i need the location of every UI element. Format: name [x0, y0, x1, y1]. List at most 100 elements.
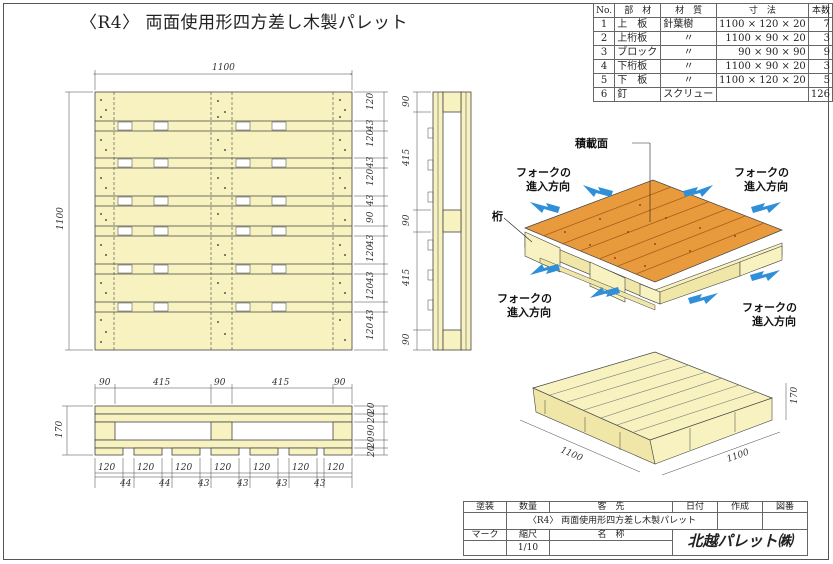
tb-mark-label: マーク	[463, 529, 507, 541]
parts-cell: 4	[592, 59, 616, 74]
front-view: 90 415 90 415 90 170 20 20 90 20 20	[55, 378, 388, 489]
tb-scale-label: 縮尺	[506, 529, 550, 541]
table-row: 5 下 板 〃 1100 × 120 × 20 5	[592, 73, 833, 88]
dim-top-width: 1100	[212, 63, 235, 73]
parts-cell: 1100 × 120 × 20	[716, 73, 809, 88]
label-fork-nw: フォークの進入方向	[516, 166, 571, 193]
parts-cell: 6	[592, 87, 616, 102]
parts-cell: 3	[807, 59, 833, 74]
tb-name-label: 名 称	[549, 529, 673, 541]
title-block: 塗装 数量 客 先 日付 作成 図番 〈R4〉 両面使用形四方差し木製パレット …	[463, 501, 808, 556]
fork-arrow-sw-1	[530, 264, 560, 275]
parts-cell: 2	[592, 31, 616, 46]
dim-right-7: 43	[366, 234, 376, 247]
iso-view-annotated: 積載面 桁 フォークの進入方向 フォークの進入方向 フォークの進入方向 フォーク…	[492, 136, 797, 328]
dim-side-3: 415	[402, 269, 412, 287]
dim-left-height: 1100	[56, 207, 66, 230]
parts-cell: 〃	[660, 45, 718, 60]
parts-cell: 1100 × 90 × 20	[716, 31, 809, 46]
parts-cell	[716, 87, 809, 102]
dim-front-bottom1-2: 120	[175, 463, 192, 473]
fork-arrow-nw-1	[583, 185, 613, 197]
tb-name-value	[549, 540, 673, 556]
label-fork-ne: フォークの進入方向	[734, 166, 789, 193]
dim-front-bottom1-6: 120	[327, 463, 344, 473]
parts-header-count: 本数	[807, 3, 833, 18]
tb-scale-value: 1/10	[506, 540, 550, 556]
dim-front-bottom2-4: 43	[275, 479, 288, 489]
fork-arrow-se-1	[750, 270, 780, 281]
dim-iso-height: 170	[790, 387, 800, 404]
label-stringer: 桁	[492, 209, 503, 223]
label-fork-se: フォークの進入方向	[742, 301, 797, 328]
table-row: 3 ブロック 〃 90 × 90 × 90 9	[592, 45, 833, 60]
tb-approval-label: 塗装	[463, 501, 507, 513]
dim-right-5: 43	[366, 194, 376, 207]
parts-cell: スクリュー	[660, 87, 718, 102]
dim-right-4: 120	[366, 169, 376, 186]
fork-arrow-ne-2	[751, 202, 781, 213]
parts-header-no: No.	[592, 3, 616, 18]
fork-arrow-sw-2	[590, 287, 620, 298]
parts-cell: 3	[807, 31, 833, 46]
label-top-face: 積載面	[574, 136, 608, 150]
parts-header-row: No. 部 材 材 質 寸 法 本数	[592, 3, 833, 18]
drawing-title: 〈R4〉 両面使用形四方差し木製パレット	[80, 13, 409, 33]
dim-front-height: 170	[55, 421, 65, 438]
parts-cell: 下桁板	[614, 59, 662, 74]
parts-cell: 上桁板	[614, 31, 662, 46]
fork-arrow-se-2	[688, 293, 718, 304]
dim-front-top-3: 415	[271, 378, 289, 388]
parts-cell: 90 × 90 × 90	[716, 45, 809, 60]
dim-side-1: 415	[402, 149, 412, 167]
dim-right-11: 43	[366, 309, 376, 322]
parts-cell: 上 板	[614, 17, 662, 32]
parts-cell: 〃	[660, 59, 718, 74]
tb-customer-value: 〈R4〉 両面使用形四方差し木製パレット	[506, 512, 718, 530]
parts-cell: 1100 × 90 × 20	[716, 59, 809, 74]
dim-right-0: 120	[366, 93, 376, 110]
dim-right-3: 43	[366, 156, 376, 169]
tb-drawing-value	[762, 512, 808, 530]
tb-mark-value	[463, 540, 507, 556]
tb-customer-label: 客 先	[549, 501, 673, 513]
dim-front-bottom2-0: 44	[119, 479, 132, 489]
parts-header-material: 材 質	[660, 3, 718, 18]
tb-drawn-label: 作成	[717, 501, 763, 513]
dim-side-2: 90	[402, 214, 412, 226]
dim-front-bottom1-5: 120	[292, 463, 309, 473]
dim-front-top-1: 415	[152, 378, 170, 388]
parts-cell: 9	[807, 45, 833, 60]
tb-approval-value	[463, 512, 507, 530]
dim-front-bottom2-3: 43	[236, 479, 249, 489]
parts-header-size: 寸 法	[716, 3, 809, 18]
company-name: 北越パレット㈱	[687, 532, 793, 550]
dim-front-top-4: 90	[334, 378, 346, 388]
dim-front-bottom1-1: 120	[137, 463, 154, 473]
dim-front-right-1: 20	[367, 411, 377, 424]
parts-cell: 釘	[614, 87, 662, 102]
table-row: 6 釘 スクリュー 126	[592, 87, 833, 102]
parts-table: No. 部 材 材 質 寸 法 本数 1 上 板 針葉樹 1100 × 120 …	[592, 3, 833, 102]
tb-company-cell: 北越パレット㈱	[672, 529, 808, 556]
dim-side-4: 90	[402, 333, 412, 345]
side-view: 90 415 90 415 90	[402, 91, 472, 351]
dim-front-bottom2-2: 43	[197, 479, 210, 489]
dim-side-0: 90	[402, 95, 412, 107]
tb-quantity-label: 数量	[506, 501, 550, 513]
tb-date-label: 日付	[672, 501, 718, 513]
dim-right-9: 43	[366, 271, 376, 284]
parts-cell: 下 板	[614, 73, 662, 88]
dim-front-right-2: 90	[367, 424, 377, 436]
dim-front-bottom1-0: 120	[98, 463, 115, 473]
dim-right-10: 120	[366, 283, 376, 300]
parts-cell: 126	[807, 87, 833, 102]
dim-right-8: 120	[366, 245, 376, 262]
iso-view-plain: 1100 1100 170	[519, 351, 800, 476]
parts-cell: 針葉樹	[660, 17, 718, 32]
table-row: 1 上 板 針葉樹 1100 × 120 × 20 7	[592, 17, 833, 32]
tb-drawing-label: 図番	[762, 501, 808, 513]
page-frame	[3, 3, 829, 560]
parts-cell: 3	[592, 45, 616, 60]
